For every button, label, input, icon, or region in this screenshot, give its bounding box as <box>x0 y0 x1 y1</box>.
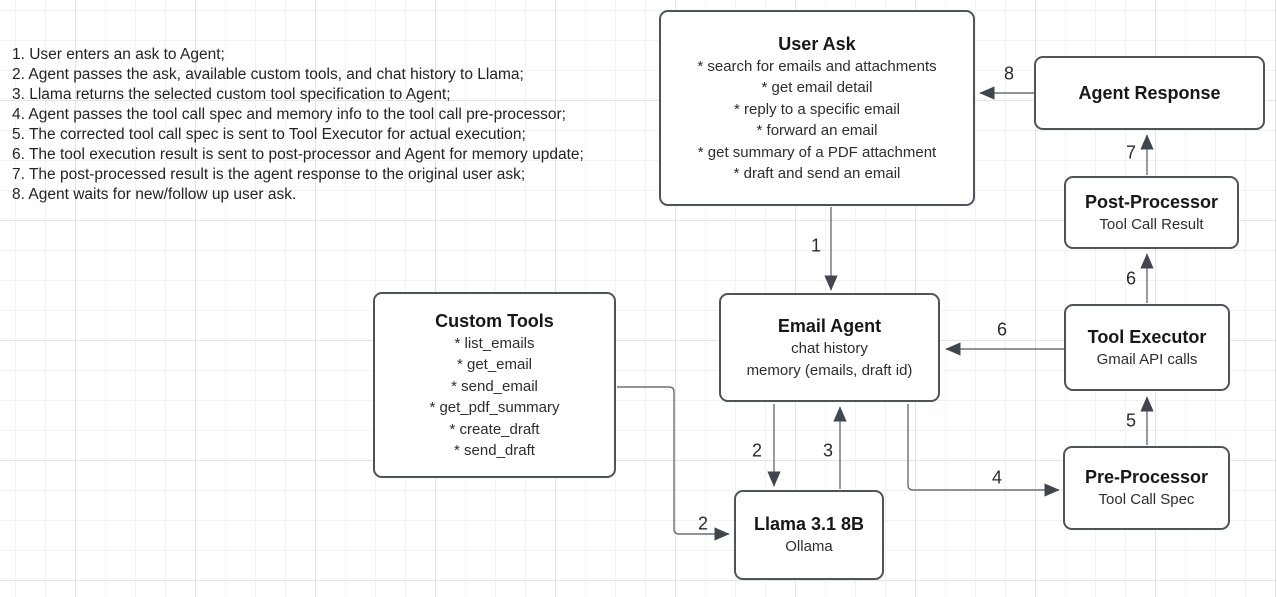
step-item: 4. Agent passes the tool call spec and m… <box>12 106 566 123</box>
node-post-processor: Post-Processor Tool Call Result <box>1064 176 1239 249</box>
step-item: 5. The corrected tool call spec is sent … <box>12 126 526 143</box>
node-list-item: * send_draft <box>454 442 535 459</box>
node-list-item: * forward an email <box>756 122 878 139</box>
node-custom-tools: Custom Tools * list_emails * get_email *… <box>373 292 616 478</box>
edge-step4-agent-to-preprocessor <box>907 404 1060 497</box>
node-list-item: * get email detail <box>761 79 873 96</box>
node-email-agent: Email Agent chat history memory (emails,… <box>719 293 940 402</box>
steps-list: 1. User enters an ask to Agent; 2. Agent… <box>12 45 584 205</box>
node-subtitle: Tool Call Spec <box>1098 491 1195 509</box>
node-list-item: * list_emails <box>454 334 535 352</box>
node-detail-line: memory (emails, draft id) <box>746 361 913 379</box>
node-list-item: * send_email <box>451 377 538 395</box>
node-title: Tool Executor <box>1087 326 1207 347</box>
node-pre-processor: Pre-Processor Tool Call Spec <box>1063 446 1230 530</box>
node-title: Email Agent <box>777 316 882 336</box>
node-list-item: * reply to a specific email <box>734 100 900 118</box>
arrow-label-6-left: 6 <box>996 319 1008 340</box>
node-agent-response: Agent Response <box>1034 56 1265 130</box>
edge-step2-tools-to-llama <box>617 386 730 541</box>
node-subtitle: Tool Call Result <box>1099 215 1204 233</box>
node-tool-executor: Tool Executor Gmail API calls <box>1064 304 1230 391</box>
node-title: Custom Tools <box>435 310 554 331</box>
step-item: 2. Agent passes the ask, available custo… <box>12 66 524 83</box>
node-list-item: * get_pdf_summary <box>429 399 560 416</box>
step-item: 8. Agent waits for new/follow up user as… <box>12 186 297 203</box>
arrow-label-1: 1 <box>810 235 822 256</box>
arrow-label-5: 5 <box>1125 410 1137 431</box>
step-item: 7. The post-processed result is the agen… <box>12 166 526 183</box>
step-item: 6. The tool execution result is sent to … <box>12 146 584 163</box>
node-list-item: * create_draft <box>449 420 540 438</box>
node-title: Pre-Processor <box>1084 467 1209 488</box>
arrow-label-4: 4 <box>991 467 1003 488</box>
node-title: User Ask <box>778 33 856 54</box>
arrow-label-2-tools: 2 <box>697 513 709 534</box>
node-title: Post-Processor <box>1084 191 1219 212</box>
arrow-label-8: 8 <box>1003 63 1015 84</box>
node-user-ask: User Ask * search for emails and attachm… <box>659 10 975 206</box>
node-list-item: * get summary of a PDF attachment <box>697 143 937 161</box>
arrow-label-7: 7 <box>1125 142 1137 163</box>
node-detail-line: chat history <box>791 340 868 357</box>
node-list-item: * draft and send an email <box>733 165 901 182</box>
arrow-label-2-center: 2 <box>751 440 763 461</box>
node-list-item: * get_email <box>456 356 533 373</box>
step-item: 3. Llama returns the selected custom too… <box>12 86 451 103</box>
node-subtitle: Ollama <box>785 538 833 556</box>
node-title: Llama 3.1 8B <box>753 514 865 535</box>
node-llama: Llama 3.1 8B Ollama <box>734 490 884 580</box>
step-item: 1. User enters an ask to Agent; <box>12 46 225 63</box>
node-subtitle: Gmail API calls <box>1096 350 1198 368</box>
node-title: Agent Response <box>1078 83 1221 103</box>
arrow-label-6-up: 6 <box>1125 268 1137 289</box>
arrow-label-3: 3 <box>822 440 834 461</box>
node-list-item: * search for emails and attachments <box>697 57 937 75</box>
